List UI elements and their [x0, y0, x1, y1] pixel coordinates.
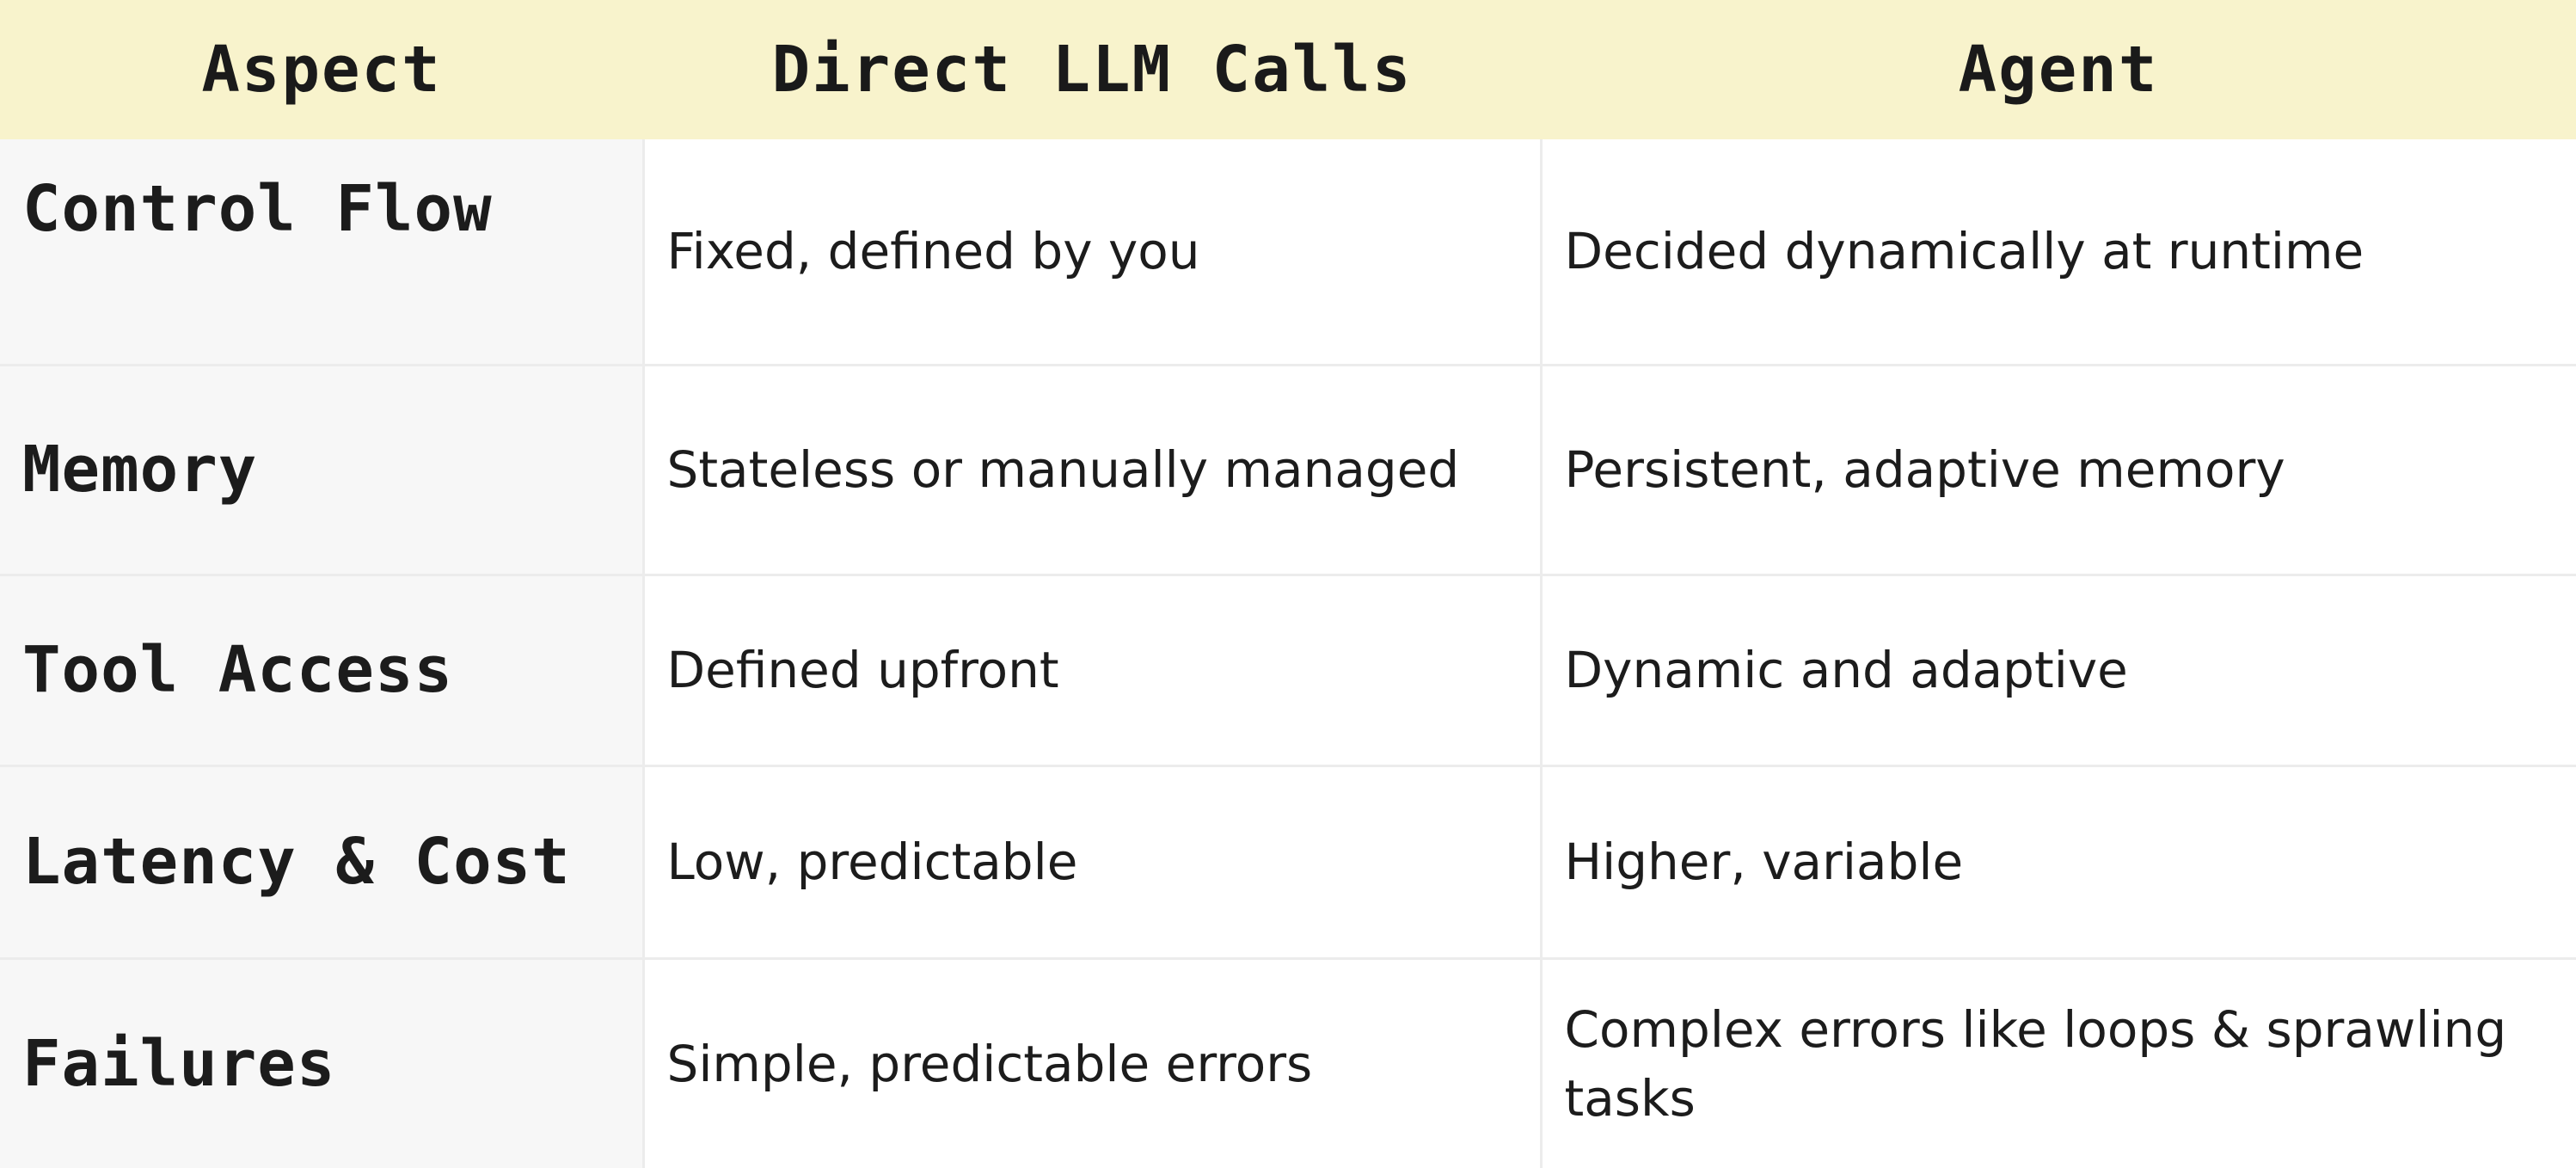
agent-cell: Persistent, adaptive memory [1541, 363, 2576, 575]
agent-cell: Decided dynamically at runtime [1541, 139, 2576, 365]
direct-cell: Simple, predictable errors [643, 956, 1543, 1168]
aspect-cell: Failures [0, 956, 645, 1168]
direct-cell: Defined upfront [643, 573, 1543, 765]
header-agent: Agent [1541, 0, 2576, 139]
aspect-cell: Tool Access [0, 573, 645, 765]
table-row-failures: Failures Simple, predictable errors Comp… [0, 956, 2576, 1168]
agent-cell: Complex errors like loops & sprawling ta… [1541, 956, 2576, 1168]
direct-cell: Stateless or manually managed [643, 363, 1543, 575]
agent-cell: Dynamic and adaptive [1541, 573, 2576, 765]
table-row-latency-cost: Latency & Cost Low, predictable Higher, … [0, 764, 2576, 958]
header-direct-llm-calls: Direct LLM Calls [643, 0, 1541, 139]
header-row: Aspect Direct LLM Calls Agent [0, 0, 2576, 139]
table-row-control-flow: Control Flow Fixed, defined by you Decid… [0, 139, 2576, 365]
header-aspect: Aspect [0, 0, 643, 139]
direct-cell: Fixed, defined by you [643, 139, 1543, 365]
table-row-tool-access: Tool Access Defined upfront Dynamic and … [0, 573, 2576, 765]
table-row-memory: Memory Stateless or manually managed Per… [0, 363, 2576, 575]
direct-cell: Low, predictable [643, 764, 1543, 958]
aspect-cell: Control Flow [0, 139, 645, 365]
agent-cell: Higher, variable [1541, 764, 2576, 958]
aspect-cell: Memory [0, 363, 645, 575]
aspect-cell: Latency & Cost [0, 764, 645, 958]
